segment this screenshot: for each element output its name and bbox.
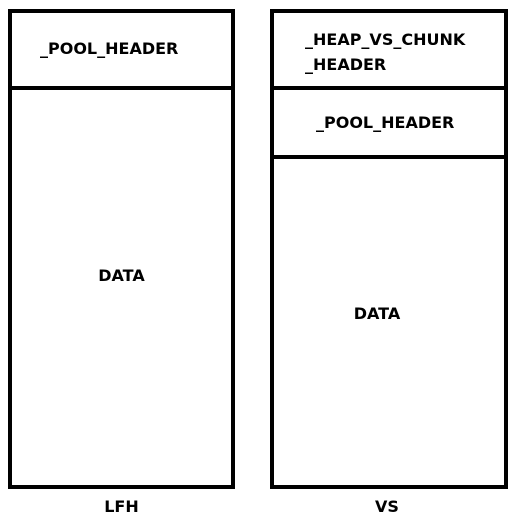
vs-heap-header-divider bbox=[270, 86, 508, 90]
lfh-pool-header-label: _POOL_HEADER bbox=[40, 39, 179, 58]
vs-heap-header-label-line2: _HEADER bbox=[305, 55, 387, 74]
vs-pool-header-divider bbox=[270, 155, 508, 159]
lfh-caption: LFH bbox=[104, 497, 139, 516]
lfh-block bbox=[8, 9, 235, 489]
vs-caption: VS bbox=[375, 497, 399, 516]
vs-pool-header-label: _POOL_HEADER bbox=[316, 113, 455, 132]
lfh-data-label: DATA bbox=[98, 266, 145, 285]
vs-block bbox=[270, 9, 508, 489]
vs-heap-header-label-line1: _HEAP_VS_CHUNK bbox=[305, 30, 466, 49]
lfh-header-divider bbox=[8, 86, 235, 90]
vs-data-label: DATA bbox=[353, 304, 401, 323]
